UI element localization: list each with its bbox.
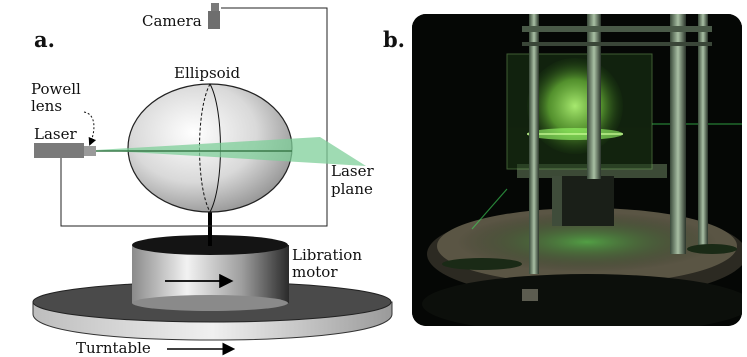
- powell-lens-pointer: [83, 111, 97, 146]
- turntable-label: Turntable: [76, 339, 151, 357]
- laser-plane-label-line2: plane: [331, 180, 373, 198]
- camera-icon: [208, 3, 220, 29]
- experiment-photo: [412, 14, 742, 326]
- laser-plane-label-line1: Laser: [331, 162, 374, 180]
- laser-icon: [34, 143, 96, 158]
- libration-motor-label-line2: motor: [292, 263, 338, 281]
- powell-lens-label-line2: lens: [31, 97, 63, 115]
- frame-wire: [60, 7, 328, 227]
- camera-label: Camera: [142, 12, 202, 30]
- libration-motor-label-line1: Libration: [292, 246, 362, 264]
- powell-lens-label-line1: Powell: [31, 80, 81, 98]
- schematic-diagram: [32, 3, 393, 356]
- panel-label-b: b.: [383, 27, 405, 52]
- panel-label-a: a.: [34, 27, 55, 52]
- laser-label: Laser: [34, 125, 77, 143]
- ellipsoid-label: Ellipsoid: [174, 64, 241, 82]
- libration-motor: [132, 235, 289, 311]
- photo-rendering: [412, 14, 742, 326]
